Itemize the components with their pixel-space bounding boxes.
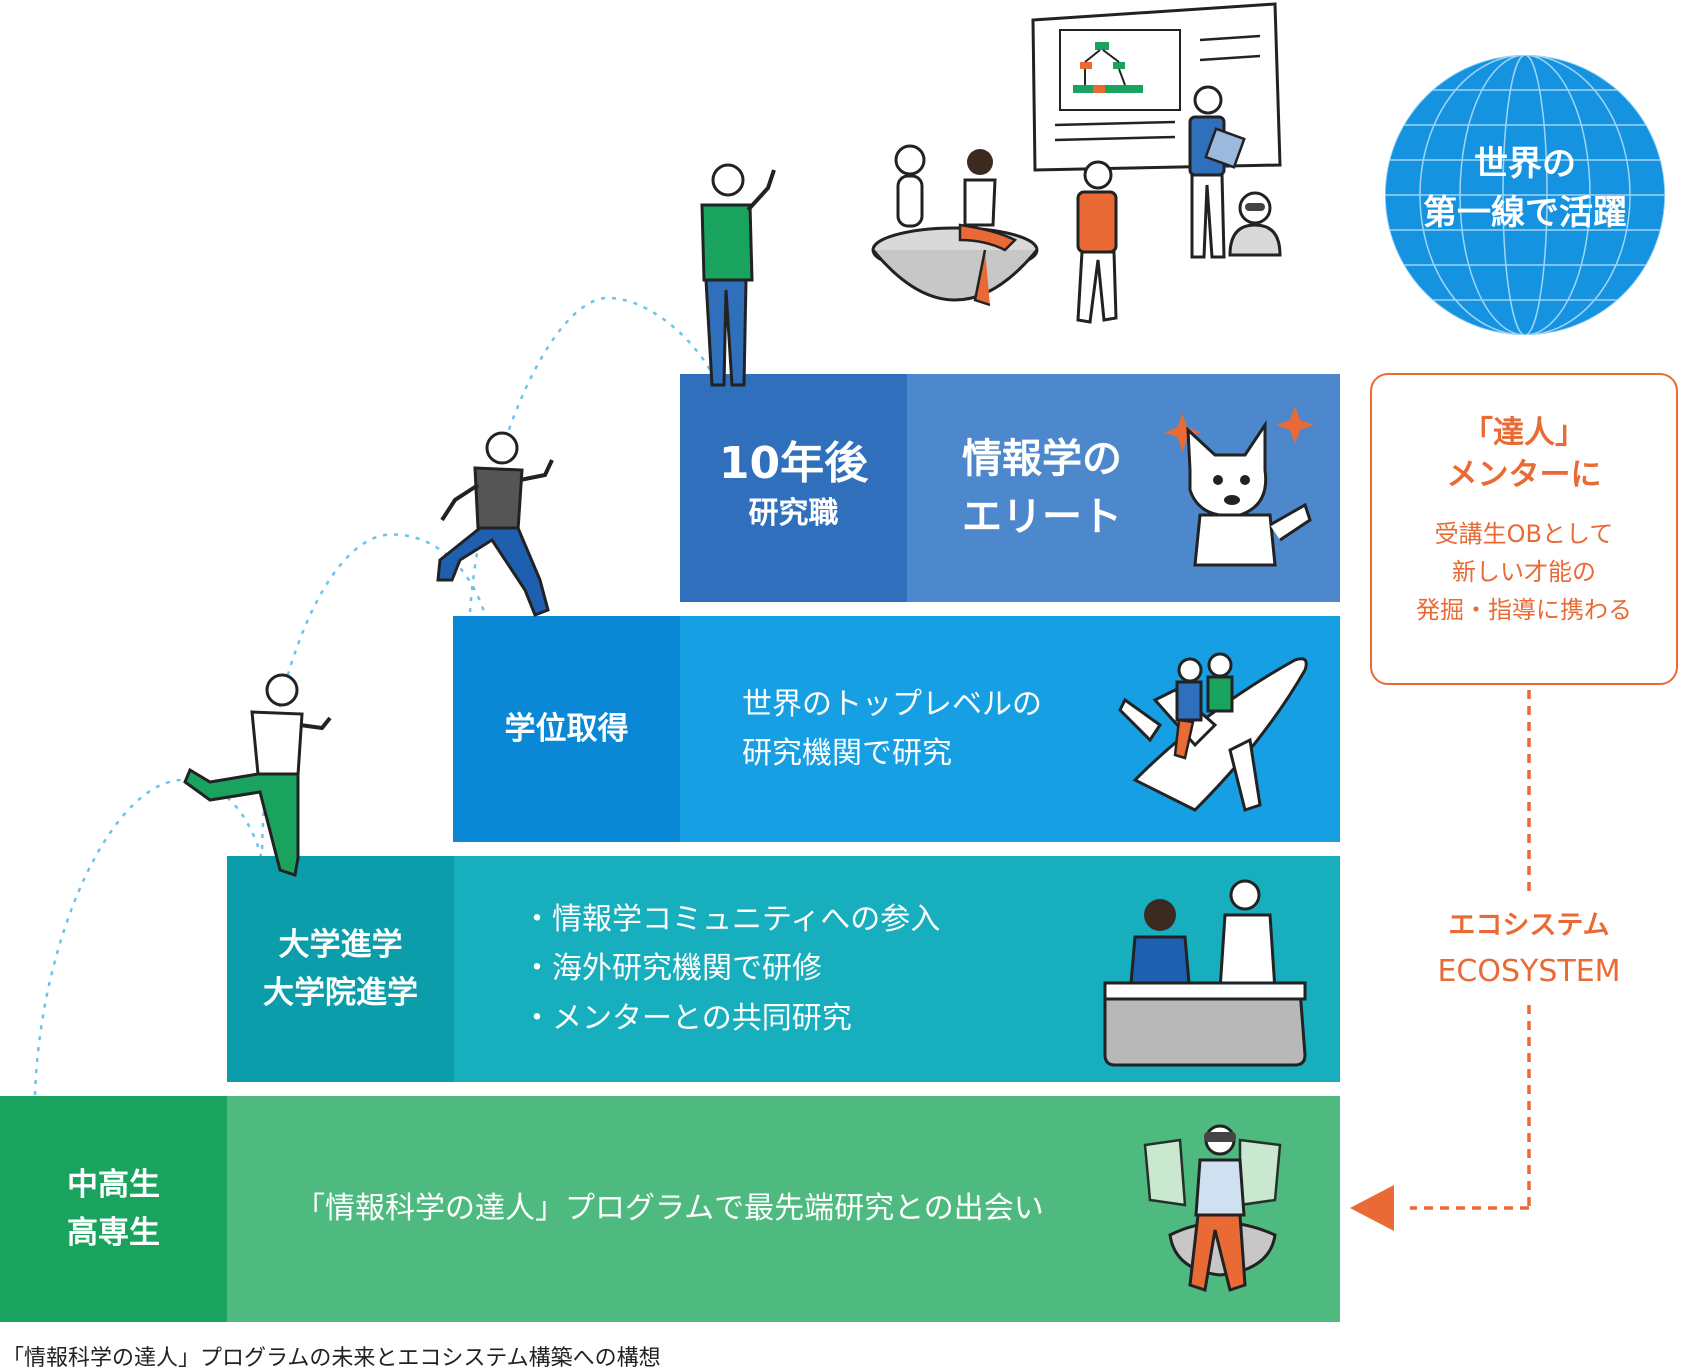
- step-label-research-career: 10年後 研究職: [680, 374, 907, 602]
- step-label-university: 大学進学 大学院進学: [227, 856, 454, 1082]
- ecosystem-label: エコシステム ECOSYSTEM: [1400, 903, 1658, 994]
- ecosystem-label-ja: エコシステム: [1448, 910, 1610, 941]
- step-label-line-1: 中高生: [67, 1166, 160, 1203]
- teacher-person-illustration: [1188, 85, 1246, 259]
- airplane-kids-illustration: [1118, 652, 1308, 812]
- list-item: ・海外研究機関で研修: [522, 951, 822, 987]
- step-high-school: 中高生 高専生 「情報科学の達人」プログラムで最先端研究との出会い: [0, 1096, 1340, 1322]
- step-label-line-1: 大学進学: [278, 926, 403, 963]
- vr-pod-person-illustration: [1143, 1124, 1282, 1292]
- ecosystem-connector: [1410, 690, 1531, 1210]
- mentor-box: 「達人」 メンターに 受講生OBとして 新しい才能の 発掘・指導に携わる: [1370, 373, 1678, 685]
- step-label-line-2: 高専生: [67, 1215, 160, 1251]
- globe-icon: [1385, 55, 1665, 335]
- pod-with-robot-illustration: [871, 144, 1039, 307]
- step-text-line-1: 情報学の: [962, 436, 1122, 482]
- mentor-title-line-2: メンターに: [1446, 456, 1602, 493]
- arrow-left-icon: [1350, 1185, 1394, 1231]
- ecosystem-label-en: ECOSYSTEM: [1437, 953, 1621, 989]
- mentor-desc-line-3: 発掘・指導に携わる: [1416, 596, 1632, 625]
- step-text-line-2: エリート: [962, 494, 1122, 540]
- mentor-desc-line-1: 受講生OBとして: [1434, 519, 1614, 548]
- lab-collaboration-illustration: [1103, 879, 1307, 1067]
- mascot-dog-illustration: [1164, 406, 1314, 567]
- step-label-high-school: 中高生 高専生: [0, 1096, 227, 1322]
- step-label-line-2: 大学院進学: [263, 975, 418, 1011]
- step-label-line-1: 10年後: [718, 438, 869, 490]
- running-student-green-illustration: [183, 673, 332, 877]
- globe-label-line-1: 世界の: [1474, 144, 1576, 184]
- small-robot-illustration: [1228, 191, 1282, 257]
- step-text-line-2: 研究機関で研究: [742, 736, 952, 771]
- globe-label: 世界の 第一線で活躍: [1380, 140, 1670, 239]
- globe-label-line-2: 第一線で活躍: [1423, 193, 1627, 234]
- step-text: 「情報科学の達人」プログラムで最先端研究との出会い: [295, 1191, 1044, 1227]
- step-label-line-2: 研究職: [748, 496, 839, 532]
- waving-student-illustration: [700, 163, 776, 387]
- step-body-high-school: 「情報科学の達人」プログラムで最先端研究との出会い: [227, 1096, 1340, 1322]
- presenter-person-illustration: [1076, 160, 1118, 324]
- step-label-text: 学位取得: [504, 710, 629, 747]
- running-student-grey-illustration: [436, 431, 554, 617]
- step-text-line-1: 世界のトップレベルの: [742, 686, 1042, 722]
- mentor-desc-line-2: 新しい才能の: [1452, 558, 1596, 587]
- figure-caption: 「情報科学の達人」プログラムの未来とエコシステム構築への構想: [2, 1346, 661, 1371]
- list-item: ・メンターとの共同研究: [522, 1000, 852, 1036]
- mentor-title-line-1: 「達人」: [1462, 415, 1586, 451]
- step-label-degree: 学位取得: [453, 616, 680, 842]
- step-degree: 学位取得 世界のトップレベルの 研究機関で研究: [453, 616, 1340, 842]
- list-item: ・情報学コミュニティへの参入: [522, 901, 941, 937]
